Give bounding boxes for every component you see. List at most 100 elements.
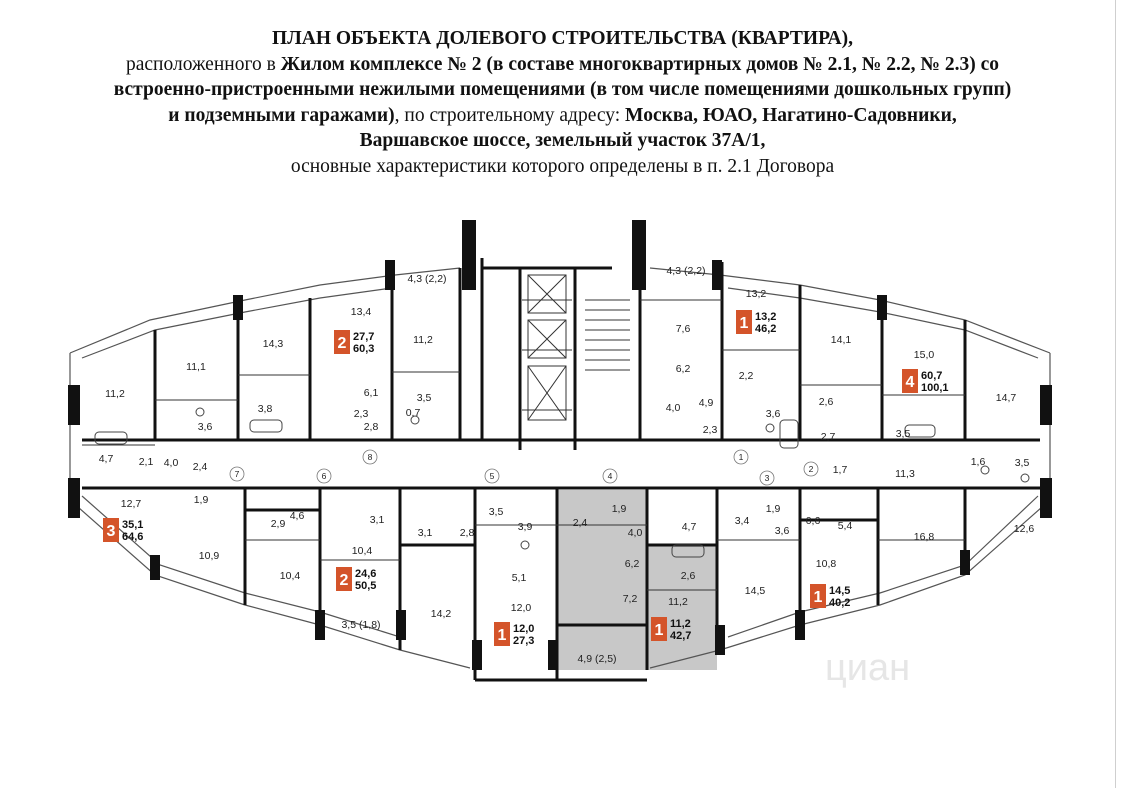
title-line-4: и подземными гаражами), по строительному… [168, 104, 957, 126]
title-line-6: основные характеристики которого определ… [290, 155, 835, 177]
room-area-label: 1,9 [612, 503, 627, 515]
room-area-label: 3,6 [766, 408, 781, 420]
room-area-label: 4,9 (2,5) [577, 653, 616, 665]
room-area-label: 11,1 [186, 361, 206, 373]
room-area-label: 14,1 [831, 334, 852, 346]
badge-rooms-count: 3 [107, 523, 116, 540]
room-area-label: 10,4 [352, 545, 373, 557]
door-number: 8 [368, 452, 373, 462]
badge-rooms-count: 2 [338, 335, 347, 352]
room-area-label: 1,9 [194, 494, 209, 506]
room-area-label: 14,5 [745, 585, 766, 597]
room-area-label: 5,4 [838, 520, 853, 532]
badge-total-area: 46,2 [755, 323, 776, 335]
badge-rooms-box [494, 622, 510, 646]
room-area-label: 3,1 [418, 527, 433, 539]
badge-living-area: 13,2 [755, 311, 776, 323]
room-area-label: 4,7 [682, 521, 697, 533]
room-area-label: 0,6 [806, 515, 821, 527]
door-marker: 4 [602, 468, 618, 484]
walls [82, 258, 1040, 682]
room-area-label: 2,9 [271, 518, 286, 530]
title-line-1: ПЛАН ОБЪЕКТА ДОЛЕВОГО СТРОИТЕЛЬСТВА (КВА… [272, 28, 853, 49]
apartment-badge: 1 14,540,2 [810, 584, 850, 609]
badge-living-area: 12,0 [513, 623, 534, 635]
badge-rooms-count: 1 [814, 589, 823, 606]
room-area-label: 15,0 [914, 349, 935, 361]
room-area-label: 10,4 [280, 570, 301, 582]
room-area-label: 11,2 [105, 388, 125, 400]
title-line-2: расположенного в Жилом комплексе № 2 (в … [125, 53, 999, 75]
room-area-label: 6,2 [625, 558, 640, 570]
room-area-label: 11,2 [413, 334, 433, 346]
page-edge-rule [1115, 0, 1116, 788]
room-area-label: 4,3 (2,2) [407, 273, 446, 285]
door-labels: 8 7 6 5 4 1 2 3 [229, 449, 819, 486]
room-area-label: 13,2 [746, 288, 767, 300]
room-area-label: 4,7 [99, 453, 114, 465]
bath-fixtures [94, 407, 1030, 558]
door-marker: 2 [803, 461, 819, 477]
door-number: 6 [322, 471, 327, 481]
room-area-label: 14,2 [431, 608, 452, 620]
door-marker: 3 [759, 470, 775, 486]
room-area-label: 12,0 [511, 602, 532, 614]
badge-total-area: 40,2 [829, 597, 850, 609]
room-area-label: 4,3 (2,2) [666, 265, 705, 277]
title-line-5: Варшавское шоссе, земельный участок 37А/… [359, 130, 766, 151]
room-area-label: 5,1 [512, 572, 527, 584]
badge-rooms-count: 1 [655, 622, 664, 639]
door-marker: 6 [316, 468, 332, 484]
room-area-label: 7,6 [676, 323, 691, 335]
door-marker: 5 [484, 468, 500, 484]
room-area-label: 3,4 [735, 515, 750, 527]
room-area-label: 11,2 [668, 596, 688, 608]
room-area-label: 2,3 [354, 408, 369, 420]
door-marker: 7 [229, 466, 245, 482]
room-area-label: 3,1 [370, 514, 385, 526]
badge-total-area: 50,5 [355, 580, 376, 592]
room-area-label: 3,5 [896, 428, 911, 440]
badge-total-area: 42,7 [670, 630, 691, 642]
badge-rooms-count: 4 [906, 374, 915, 391]
badge-total-area: 60,3 [353, 343, 374, 355]
room-area-label: 0,7 [406, 407, 421, 419]
badge-total-area: 27,3 [513, 635, 534, 647]
room-area-label: 6,1 [364, 387, 379, 399]
badge-living-area: 60,7 [921, 370, 942, 382]
room-area-label: 2,1 [139, 456, 154, 468]
room-area-label: 4,0 [628, 527, 643, 539]
room-area-label: 3,5 (1,8) [341, 619, 380, 631]
room-area-label: 10,9 [199, 550, 220, 562]
badge-living-area: 24,6 [355, 568, 376, 580]
room-area-label: 2,2 [739, 370, 754, 382]
badge-living-area: 14,5 [829, 585, 850, 597]
room-area-label: 3,5 [417, 392, 432, 404]
room-area-label: 16,8 [914, 531, 935, 543]
room-area-label: 6,2 [676, 363, 691, 375]
badge-total-area: 100,1 [921, 382, 949, 394]
badge-rooms-box [810, 584, 826, 608]
room-area-label: 10,8 [816, 558, 837, 570]
badge-total-area: 64,6 [122, 531, 143, 543]
room-area-label: 2,4 [573, 517, 588, 529]
door-number: 4 [608, 471, 613, 481]
room-area-label: 4,0 [666, 402, 681, 414]
room-area-label: 3,9 [518, 521, 533, 533]
door-number: 5 [490, 471, 495, 481]
room-area-label: 14,7 [996, 392, 1017, 404]
door-number: 2 [809, 464, 814, 474]
title-line-3: встроенно-пристроенными нежилыми помещен… [113, 79, 1012, 100]
room-area-label: 3,6 [198, 421, 213, 433]
badge-rooms-box [103, 518, 119, 542]
door-marker: 1 [733, 449, 749, 465]
selected-apartment-highlight [557, 490, 717, 670]
badge-rooms-box [902, 369, 918, 393]
room-area-label: 4,0 [164, 457, 179, 469]
room-area-label: 2,3 [703, 424, 718, 436]
